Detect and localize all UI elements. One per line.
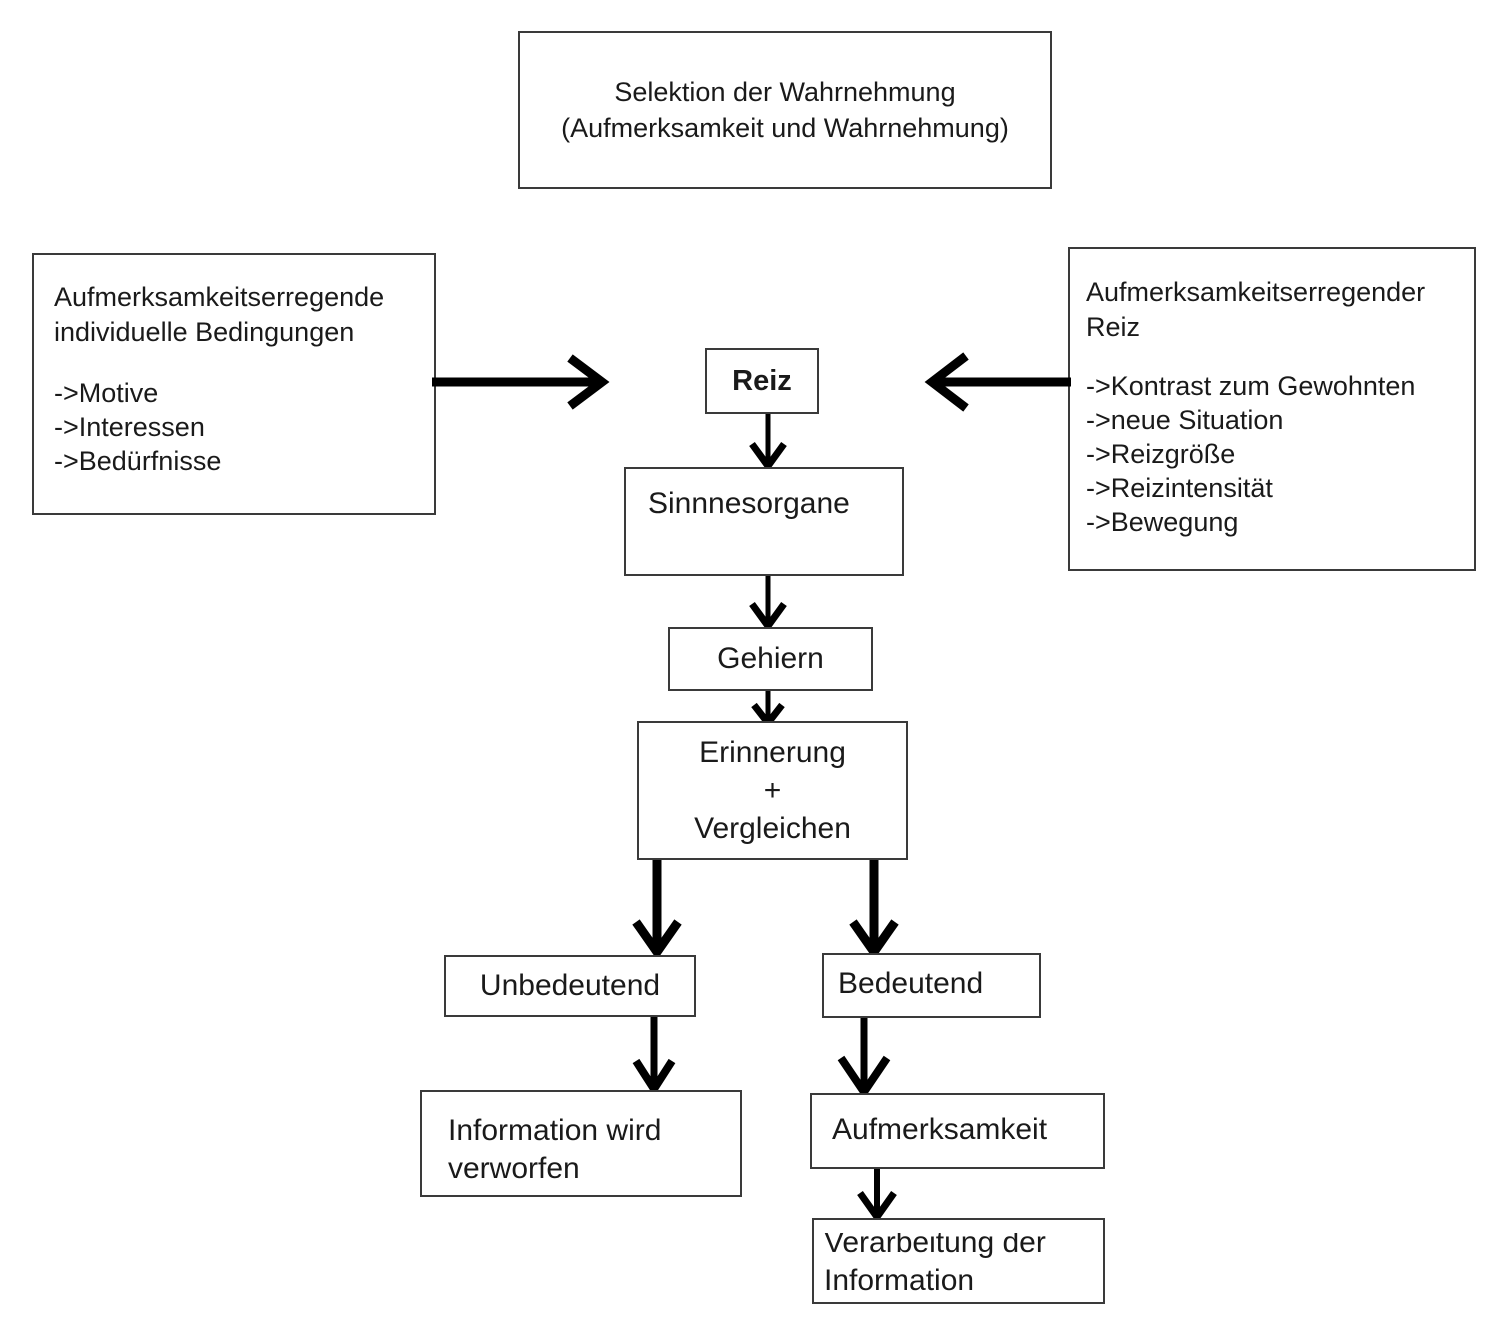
arrow-unbedeutend-to-verworfen	[632, 1017, 676, 1097]
sinnesorgane-box: Sinnnesorgane	[624, 467, 904, 576]
arrow-right-to-reiz	[924, 352, 1071, 412]
arrow-erinnerung-to-bedeutend	[849, 860, 899, 960]
sinnesorgane-label: Sinnnesorgane	[648, 487, 850, 520]
right-box-bullet-3: ->Reizintensität	[1086, 473, 1273, 503]
reiz-label: Reiz	[732, 365, 792, 397]
left-conditions-box: Aufmerksamkeitserregende individuelle Be…	[32, 253, 436, 515]
title-box: Selektion der Wahrnehmung (Aufmerksamkei…	[518, 31, 1052, 189]
erinnerung-line-3: Vergleichen	[694, 812, 851, 845]
arrow-left-to-reiz	[432, 354, 610, 410]
unbedeutend-box: Unbedeutend	[444, 955, 696, 1017]
bedeutend-label: Bedeutend	[838, 967, 984, 1000]
arrow-sinnesorgane-to-gehirn	[749, 576, 787, 632]
verworfen-text-line-2: verworfen	[448, 1152, 580, 1185]
left-box-heading-line-1: Aufmerksamkeitserregende	[54, 282, 385, 312]
reiz-box: Reiz	[705, 348, 819, 414]
left-box-heading-line-2: individuelle Bedingungen	[54, 317, 355, 347]
right-box-bullet-0: ->Kontrast zum Gewohnten	[1086, 371, 1416, 401]
gehirn-box: Gehiern	[668, 627, 873, 691]
right-box-bullet-list: ->Kontrast zum Gewohnten ->neue Situatio…	[1086, 369, 1415, 539]
right-box-bullet-1: ->neue Situation	[1086, 405, 1284, 435]
arrow-aufmerksamkeit-to-verarbeitung	[857, 1169, 897, 1224]
verarbeitung-line-2: Information	[824, 1264, 975, 1297]
bedeutend-box: Bedeutend	[822, 953, 1041, 1018]
left-box-bullet-list: ->Motive ->Interessen ->Bedürfnisse	[54, 376, 221, 478]
title-line-2: (Aufmerksamkeit und Wahrnehmung)	[561, 113, 1009, 143]
right-box-bullet-2: ->Reizgröße	[1086, 439, 1236, 469]
arrow-bedeutend-to-aufmerksamkeit	[837, 1018, 891, 1100]
right-box-heading-line-1: Aufmerksamkeitserregender	[1086, 277, 1426, 307]
arrow-erinnerung-to-unbedeutend	[632, 860, 682, 960]
unbedeutend-label: Unbedeutend	[479, 969, 661, 1002]
left-box-bullet-0: ->Motive	[54, 378, 159, 408]
right-box-bullet-4: ->Bewegung	[1086, 507, 1239, 537]
erinnerung-vergleichen-box: Erinnerung + Vergleichen	[637, 721, 908, 860]
gehirn-label: Gehiern	[717, 642, 824, 675]
arrow-reiz-to-sinnesorgane	[749, 414, 787, 472]
verarbeitung-information-box: Verarbeitung der Information	[812, 1218, 1105, 1304]
title-line-1: Selektion der Wahrnehmung	[614, 77, 956, 107]
right-stimulus-box: Aufmerksamkeitserregender Reiz ->Kontras…	[1068, 247, 1476, 571]
information-verworfen-box: Information wird verworfen	[420, 1090, 742, 1197]
verarbeitung-line-1: Verarbeitung der	[824, 1226, 1046, 1259]
verworfen-text-line-1: Information wird	[448, 1114, 662, 1147]
aufmerksamkeit-label: Aufmerksamkeit	[832, 1113, 1048, 1146]
erinnerung-line-2: +	[763, 774, 782, 807]
aufmerksamkeit-box: Aufmerksamkeit	[810, 1093, 1105, 1169]
right-box-heading-line-2: Reiz	[1086, 312, 1141, 342]
erinnerung-line-1: Erinnerung	[699, 736, 846, 769]
left-box-bullet-2: ->Bedürfnisse	[54, 446, 222, 476]
left-box-bullet-1: ->Interessen	[54, 412, 205, 442]
